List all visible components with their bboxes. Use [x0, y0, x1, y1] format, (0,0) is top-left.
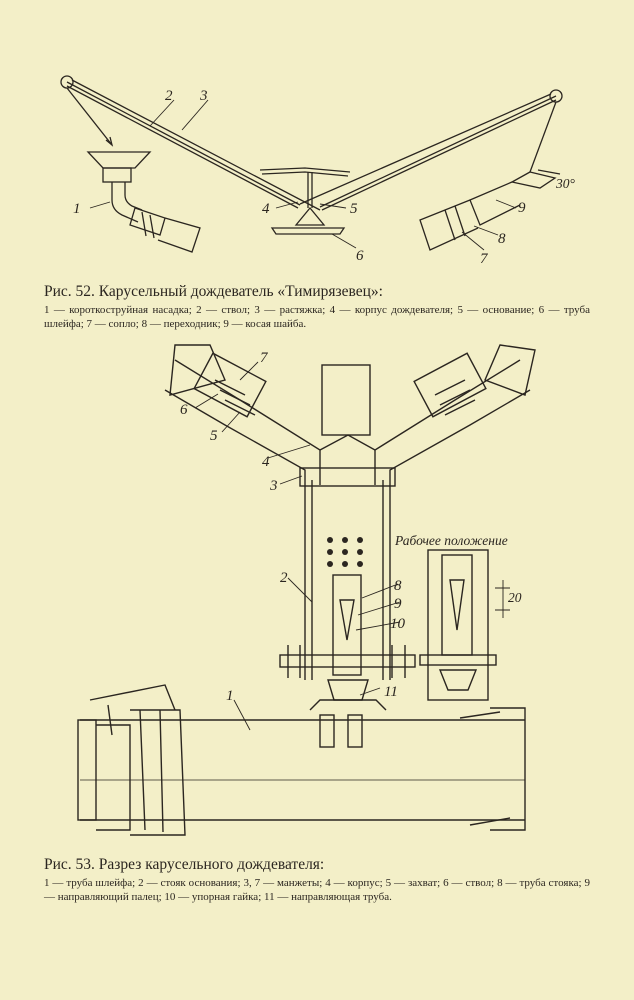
fig52-callout-3: 3	[199, 88, 208, 104]
fig53-callout-4: 4	[262, 454, 270, 470]
fig52-callout-2: 2	[165, 88, 173, 104]
fig52-callout-8: 8	[498, 231, 506, 247]
fig52-callout-7: 7	[480, 251, 489, 267]
fig53-callout-10: 10	[390, 616, 406, 632]
fig52-callout-5: 5	[350, 201, 358, 217]
fig53-callout-1: 1	[226, 688, 234, 704]
working-position-label: Рабочее положение	[394, 533, 508, 548]
fig53-callout-3: 3	[269, 478, 278, 494]
fig52-title: Рис. 52. Карусельный дождеватель «Тимиря…	[44, 283, 383, 300]
fig53-callout-11: 11	[384, 684, 398, 700]
fig52-callout-1: 1	[73, 201, 81, 217]
fig53-callout-8: 8	[394, 578, 402, 594]
fig53-callout-7: 7	[260, 350, 269, 366]
fig52-callout-4: 4	[262, 201, 270, 217]
fig53-caption: Рис. 53. Разрез карусельного дождевателя…	[44, 855, 590, 904]
fig52-angle-label: 30°	[555, 176, 576, 191]
fig53-callout-6: 6	[180, 402, 188, 418]
fig52-callout-6: 6	[356, 248, 364, 264]
fig53-callout-5: 5	[210, 428, 218, 444]
fig52-callout-9: 9	[518, 200, 526, 216]
fig53-callout-9: 9	[394, 596, 402, 612]
fig53-legend: 1 — труба шлейфа; 2 — стояк основания; 3…	[44, 877, 590, 903]
figure-52-drawing: 2 3 1 4 5 6 7 8 9 30°	[60, 75, 576, 267]
fig53-callout-2: 2	[280, 570, 288, 586]
dimension-20: 20	[508, 590, 522, 605]
figure-53-drawing: 7 6 5 4 3 2 8 9 10 11 1 Рабочее положени…	[77, 344, 536, 836]
fig53-title: Рис. 53. Разрез карусельного дождевателя…	[44, 856, 325, 873]
fig52-legend: 1 — короткоструйная насадка; 2 — ствол; …	[44, 304, 590, 330]
fig52-caption: Рис. 52. Карусельный дождеватель «Тимиря…	[44, 282, 590, 331]
